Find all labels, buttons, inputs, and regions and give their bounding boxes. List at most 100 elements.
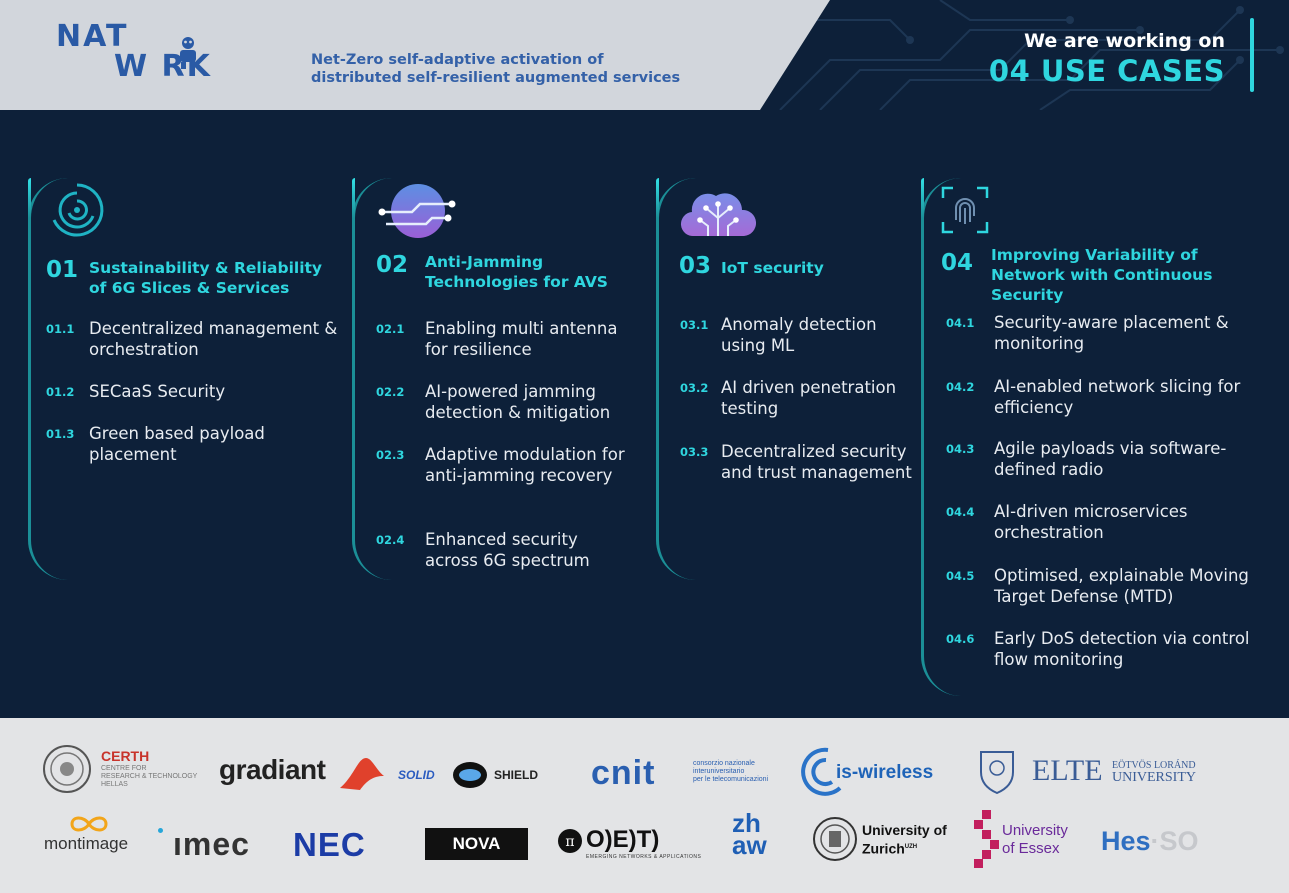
- essex-line2: of Essex: [1002, 840, 1060, 857]
- solidshield-eye-icon: [453, 762, 487, 788]
- item-3-2-number: 03.2: [680, 381, 709, 395]
- montimage-infinity-icon: [70, 816, 108, 832]
- use-case-2-number: 02: [376, 252, 409, 278]
- onet-pi-icon: π: [558, 829, 582, 853]
- use-case-3-title: IoT security: [721, 259, 824, 277]
- tagline: Net-Zero self-adaptive activation of dis…: [311, 51, 680, 87]
- onet-logo: O)E)T): [586, 826, 660, 853]
- column-4-arc: [921, 178, 964, 696]
- uzh-line1: University of: [862, 822, 947, 838]
- item-4-2-text: AI-enabled network slicing for efficienc…: [994, 377, 1241, 417]
- item-2-1-text: Enabling multi antenna for resilience: [425, 319, 618, 359]
- natwork-logo: NAT W RK: [56, 22, 212, 82]
- zhaw-logo: zh aw: [732, 808, 767, 860]
- certh-subtitle: CENTRE FOR RESEARCH & TECHNOLOGY HELLAS: [101, 765, 197, 789]
- cnit-sub3: per le telecomunicazioni: [693, 776, 769, 783]
- essex-logo: University of Essex: [1002, 822, 1068, 858]
- item-1-3-number: 01.3: [46, 427, 75, 441]
- hes-so-logo: Hes·SO: [1101, 826, 1199, 857]
- so-part: ·SO: [1150, 826, 1199, 856]
- item-2-2-number: 02.2: [376, 385, 405, 399]
- use-case-count: 04 USE CASES: [988, 54, 1225, 88]
- essex-blocks-icon: [974, 810, 999, 868]
- is-wireless-logo: is-wireless: [836, 762, 934, 783]
- cnit-sub1: consorzio nazionale: [693, 760, 755, 767]
- certh-sub3: HELLAS: [101, 781, 128, 788]
- uzh-superscript: UZH: [904, 844, 918, 850]
- item-3-3-number: 03.3: [680, 445, 709, 459]
- montimage-logo: montimage: [44, 834, 129, 853]
- item-4-5-text: Optimised, explainable Moving Target Def…: [994, 566, 1249, 606]
- use-case-3-number: 03: [679, 253, 712, 279]
- zhaw-line1: zh: [732, 808, 761, 838]
- item-4-4-number: 04.4: [946, 505, 975, 519]
- robot-icon: [180, 37, 196, 69]
- item-1-1-number: 01.1: [46, 322, 75, 336]
- column-3-arc: [656, 178, 699, 580]
- item-4-2-number: 04.2: [946, 380, 975, 394]
- elte-crest-icon: [980, 751, 1014, 794]
- gradiant-logo: gradiant: [219, 754, 326, 785]
- use-case-4-number: 04: [941, 250, 974, 276]
- uzh-logo: University of ZurichUZH: [862, 822, 947, 858]
- item-1-2-text: SECaaS Security: [89, 382, 226, 401]
- item-1-1-text: Decentralized management & orchestration: [89, 319, 338, 359]
- zhaw-line2: aw: [732, 830, 767, 860]
- tagline-line1: Net-Zero self-adaptive activation of: [311, 52, 604, 68]
- gradiant-wing-icon: [340, 758, 384, 790]
- use-case-2-title: Anti-Jamming Technologies for AVS: [425, 253, 608, 291]
- item-2-4-text: Enhanced security across 6G spectrum: [425, 530, 590, 570]
- item-4-6-number: 04.6: [946, 632, 975, 646]
- use-case-4-title: Improving Variability of Network with Co…: [991, 246, 1213, 304]
- item-3-2-text: AI driven penetration testing: [721, 378, 897, 418]
- nova-logo: NOVA: [425, 828, 528, 860]
- item-1-2-number: 01.2: [46, 385, 75, 399]
- item-4-1-number: 04.1: [946, 316, 975, 330]
- working-on-heading: We are working on 04 USE CASES: [989, 30, 1225, 90]
- elte-subtitle: EÖTVÖS LORÁND UNIVERSITY: [1112, 760, 1196, 785]
- item-4-3-text: Agile payloads via software-defined radi…: [994, 439, 1227, 479]
- accent-bar: [1250, 18, 1254, 92]
- partner-logos-strip: CERTH CENTRE FOR RESEARCH & TECHNOLOGY H…: [0, 718, 1289, 893]
- onet-subtitle: EMERGING NETWORKS & APPLICATIONS: [586, 854, 702, 860]
- use-case-1-title: Sustainability & Reliability of 6G Slice…: [89, 259, 323, 297]
- essex-line1: University: [1002, 822, 1068, 839]
- item-4-3-number: 04.3: [946, 442, 975, 456]
- item-1-3-text: Green based payload placement: [89, 424, 265, 464]
- is-wireless-arc-icon: [801, 747, 842, 796]
- circuit-cloud-icon: [681, 193, 756, 237]
- use-case-1-number: 01: [46, 257, 79, 283]
- item-2-4-number: 02.4: [376, 533, 405, 547]
- imec-dot-icon: [158, 828, 163, 833]
- elte-sub1: EÖTVÖS LORÁND: [1112, 760, 1196, 771]
- item-2-3-text: Adaptive modulation for anti-jamming rec…: [425, 445, 625, 485]
- circuit-sphere-icon: [378, 184, 456, 238]
- item-4-6-text: Early DoS detection via control flow mon…: [994, 629, 1250, 669]
- item-3-1-text: Anomaly detection using ML: [721, 315, 877, 355]
- imec-logo: ımec: [173, 826, 250, 862]
- nec-logo: NEC: [293, 826, 366, 863]
- column-1-arc: [28, 178, 71, 580]
- certh-sub1: CENTRE FOR: [101, 765, 147, 772]
- cnit-subtitle: consorzio nazionale interuniversitario p…: [693, 760, 768, 784]
- fingerprint-scan-icon: [941, 186, 989, 234]
- item-3-1-number: 03.1: [680, 318, 709, 332]
- uzh-seal-icon: [813, 817, 857, 861]
- working-on-label: We are working on: [1024, 30, 1225, 52]
- cnit-sub2: interuniversitario: [693, 768, 745, 775]
- item-4-1-text: Security-aware placement & monitoring: [994, 313, 1229, 353]
- hes-part: Hes: [1101, 826, 1151, 856]
- uzh-line2: Zurich: [862, 840, 905, 857]
- item-3-3-text: Decentralized security and trust managem…: [721, 442, 912, 482]
- elte-logo: ELTE: [1032, 754, 1103, 787]
- solidshield-left: SOLID: [398, 768, 435, 782]
- logo-line1: NAT: [56, 19, 129, 54]
- tagline-line2: distributed self-resilient augmented ser…: [311, 70, 681, 86]
- certh-name: CERTH: [101, 748, 150, 764]
- item-2-3-number: 02.3: [376, 448, 405, 462]
- solidshield-right: SHIELD: [494, 768, 539, 782]
- certh-seal-icon: [43, 745, 91, 793]
- cnit-logo: cnit: [591, 754, 656, 792]
- column-2-arc: [352, 178, 395, 580]
